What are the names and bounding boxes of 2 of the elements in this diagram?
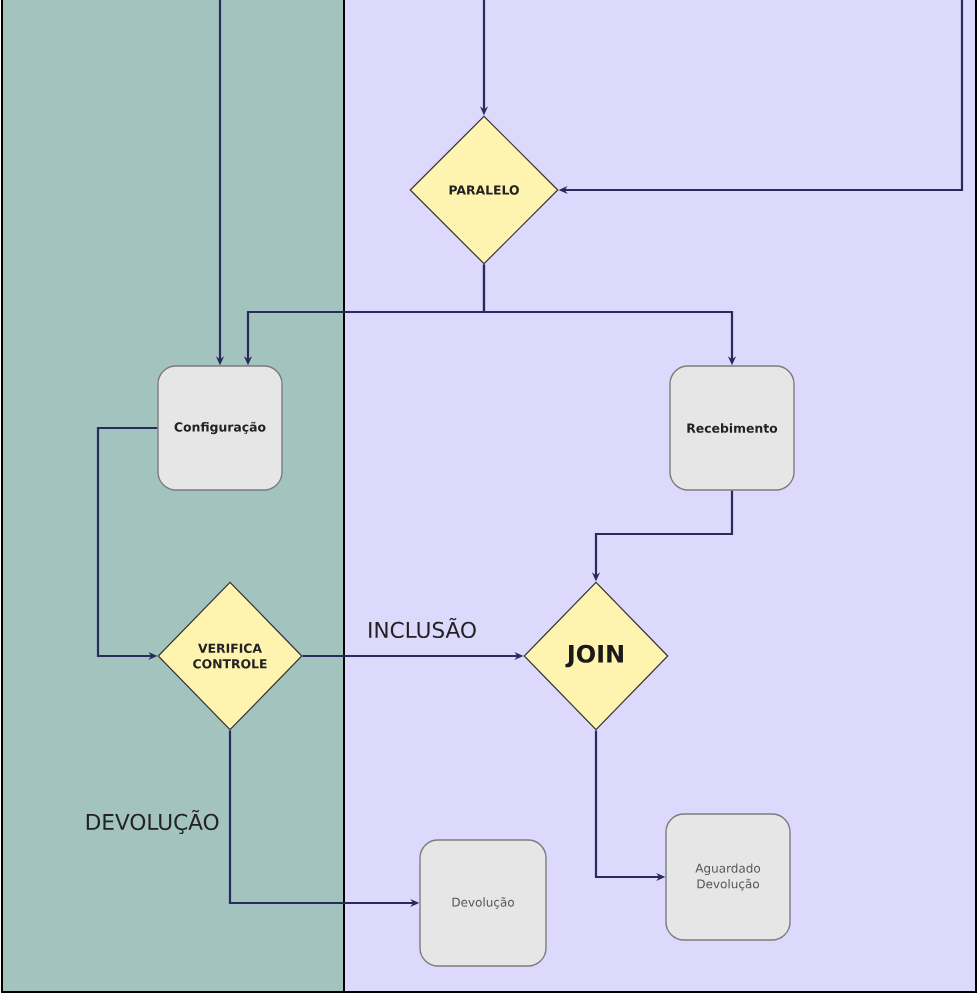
edge-label: DEVOLUÇÃO — [86, 810, 219, 835]
edge-label: INCLUSÃO — [369, 617, 476, 639]
